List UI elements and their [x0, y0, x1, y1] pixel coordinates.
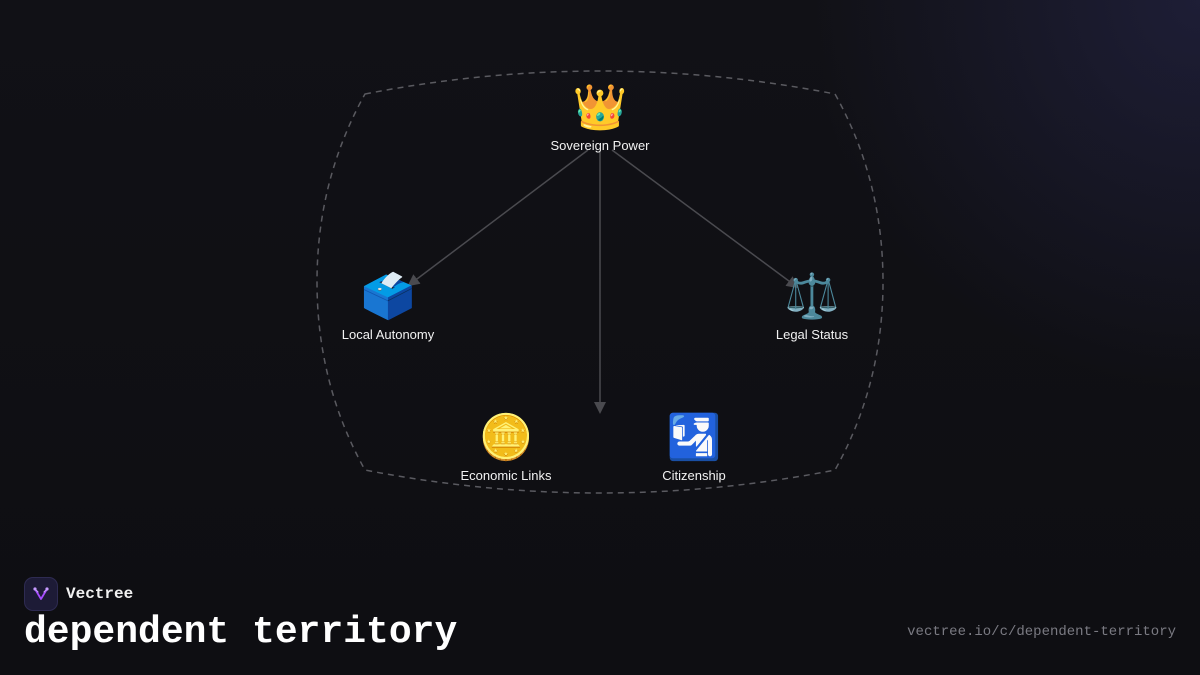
ballot-box-icon: 🗳️: [360, 271, 416, 322]
page-title: dependent territory: [24, 611, 458, 654]
brand[interactable]: Vectree: [24, 577, 133, 611]
node-economic-links[interactable]: 🪙 Economic Links: [426, 412, 586, 484]
node-label: Local Autonomy: [341, 327, 435, 342]
crown-icon: 👑: [572, 82, 628, 133]
node-label: Citizenship: [662, 468, 726, 483]
balance-scale-icon: ⚖️: [784, 271, 840, 322]
passport-control-icon: 🛂: [666, 412, 722, 463]
coin-icon: 🪙: [478, 412, 534, 463]
edge-sovereign-to-legal: [611, 149, 799, 289]
node-legal-status[interactable]: ⚖️ Legal Status: [732, 271, 892, 343]
page-url[interactable]: vectree.io/c/dependent-territory: [907, 624, 1176, 640]
edge-sovereign-to-local: [407, 149, 589, 287]
node-label: Economic Links: [460, 468, 552, 483]
node-sovereign-power[interactable]: 👑 Sovereign Power: [520, 82, 680, 154]
node-citizenship[interactable]: 🛂 Citizenship: [614, 412, 774, 484]
node-label: Sovereign Power: [550, 138, 650, 153]
node-local-autonomy[interactable]: 🗳️ Local Autonomy: [308, 271, 468, 343]
brand-name: Vectree: [66, 585, 134, 603]
node-label: Legal Status: [775, 327, 849, 342]
vectree-logo-icon: [24, 577, 58, 611]
